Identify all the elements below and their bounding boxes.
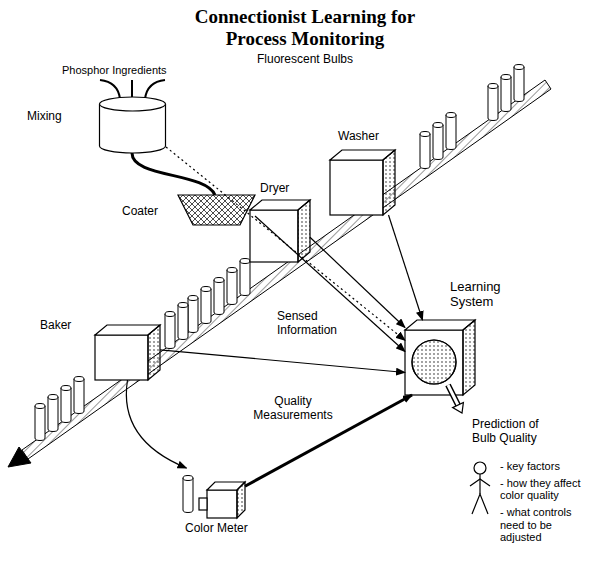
connector (160, 350, 405, 373)
node-label: Baker (40, 319, 71, 333)
node-label: Dryer (260, 182, 289, 196)
connector (126, 380, 186, 468)
coater-hopper: Coater (178, 195, 255, 225)
learning-system-drawing (405, 320, 475, 395)
note-item: - how they affect color quality (500, 477, 588, 502)
prediction-arrow (448, 385, 463, 413)
washer-box-drawing (330, 150, 395, 215)
washer-box: Washer (330, 150, 395, 215)
coater-hopper-drawing (178, 195, 255, 225)
connector (255, 216, 405, 352)
connector (389, 215, 423, 320)
learning-system: Learning System (405, 320, 475, 395)
color-meter: Color Meter (180, 468, 245, 520)
diagram-title: Connectionist Learning for Process Monit… (175, 6, 435, 50)
dryer-box-drawing (250, 200, 310, 262)
signal-label: Sensed Information (275, 310, 351, 338)
node-label: Color Meter (185, 522, 248, 536)
baker-box-drawing (95, 325, 160, 380)
note-item: - what controls need to be adjusted (500, 506, 588, 544)
note-item: - key factors (500, 460, 588, 473)
mixing-tank-drawing (100, 80, 216, 195)
color-meter-drawing (183, 476, 245, 519)
edge-label: Quality Measurements (250, 395, 336, 423)
dryer-box: Dryer (250, 200, 310, 262)
stick-figure (470, 462, 490, 514)
node-label: Learning System (450, 280, 520, 310)
node-label: Washer (338, 130, 379, 144)
input-label: Phosphor Ingredients (62, 64, 167, 77)
node-label: Mixing (27, 110, 62, 124)
conveyor-belt (8, 80, 551, 467)
baker-box: Baker (95, 325, 160, 380)
connector (245, 395, 412, 486)
subtitle: Fluorescent Bulbs (257, 53, 353, 67)
output-label: Prediction of Bulb Quality (472, 418, 554, 446)
node-label: Coater (122, 205, 158, 219)
mixing-tank: Mixing (99, 96, 166, 156)
bulb-rows (35, 65, 524, 441)
